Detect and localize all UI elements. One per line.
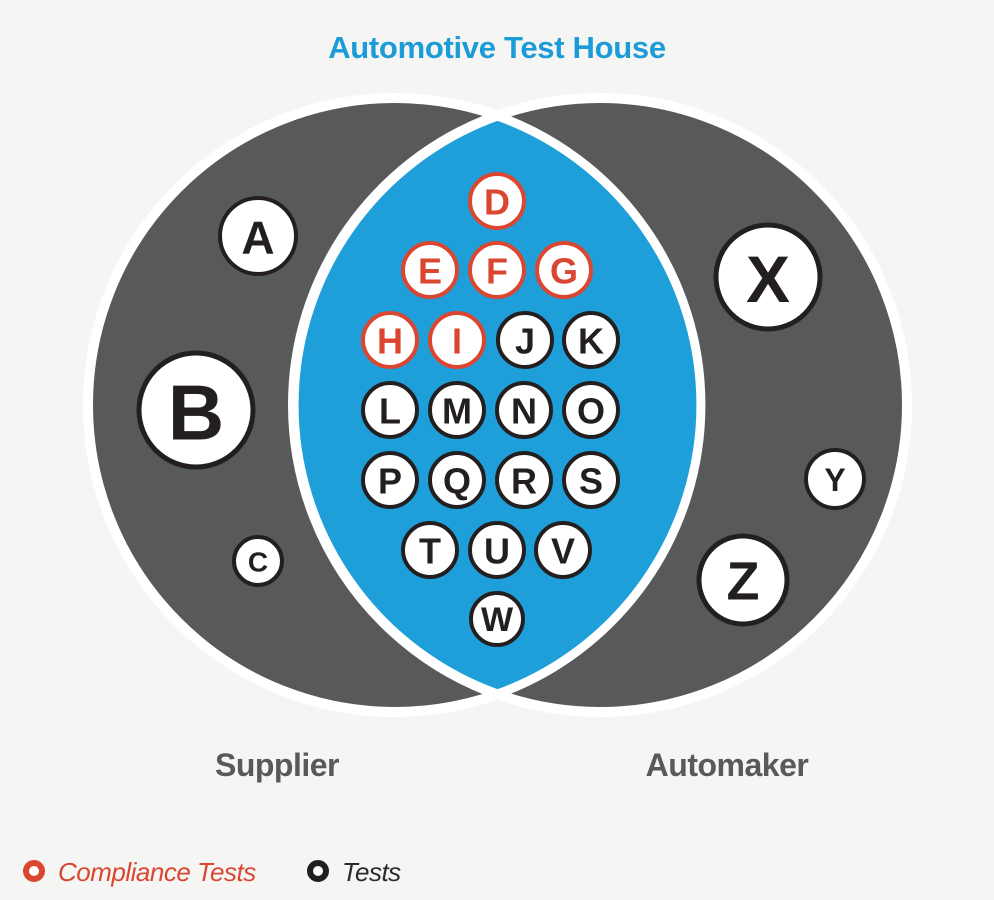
test-circle-S: S: [562, 451, 620, 509]
test-circle-F-outline: [468, 241, 526, 299]
test-circle-V: V: [534, 521, 592, 579]
test-letter-T: T: [419, 531, 441, 572]
test-letter-B: B: [168, 368, 224, 456]
automaker-only-tests: X Y Z: [696, 222, 866, 627]
test-circle-D-outline: [468, 172, 526, 230]
test-letter-E: E: [418, 251, 442, 292]
test-circle-L: L: [361, 381, 419, 439]
test-circle-R: R: [495, 451, 553, 509]
test-circle-M-outline: [428, 381, 486, 439]
test-circle-O-outline: [562, 381, 620, 439]
test-circle-B-outline: [136, 350, 256, 470]
test-letter-N: N: [511, 391, 537, 432]
test-letter-X: X: [746, 242, 790, 316]
test-circle-N-outline: [495, 381, 553, 439]
test-circle-X-outline: [713, 222, 823, 332]
test-circle-R-outline: [495, 451, 553, 509]
test-letter-J: J: [515, 321, 535, 362]
test-circle-K-outline: [562, 311, 620, 369]
test-circle-I-outline: [428, 311, 486, 369]
automaker-label: Automaker: [646, 747, 809, 783]
test-circle-V-outline: [534, 521, 592, 579]
page-title: Automotive Test House: [328, 30, 666, 65]
test-circle-U-outline: [468, 521, 526, 579]
test-circle-W: W: [469, 591, 525, 647]
test-circle-P: P: [361, 451, 419, 509]
test-letter-D: D: [484, 182, 510, 223]
test-letter-A: A: [241, 211, 274, 263]
test-circle-I: I: [428, 311, 486, 369]
test-circle-M: M: [428, 381, 486, 439]
test-letter-Q: Q: [443, 461, 471, 502]
test-circle-Q: Q: [428, 451, 486, 509]
test-letter-K: K: [578, 321, 604, 362]
test-circle-P-outline: [361, 451, 419, 509]
test-circle-D: D: [468, 172, 526, 230]
test-letter-P: P: [378, 461, 402, 502]
test-letter-C: C: [248, 546, 268, 577]
test-circle-H-outline: [361, 311, 419, 369]
test-circle-E-outline: [401, 241, 459, 299]
test-circle-G-outline: [535, 241, 593, 299]
test-letter-G: G: [550, 251, 578, 292]
test-circle-F: F: [468, 241, 526, 299]
test-letter-S: S: [579, 461, 603, 502]
legend: Compliance Tests Tests: [23, 857, 402, 887]
supplier-label: Supplier: [215, 747, 339, 783]
tests-legend-marker-icon: [307, 860, 329, 882]
test-circle-K: K: [562, 311, 620, 369]
test-circle-E: E: [401, 241, 459, 299]
test-letter-F: F: [486, 251, 508, 292]
test-circle-J: J: [496, 311, 554, 369]
test-circle-T: T: [401, 521, 459, 579]
test-circle-Z: Z: [696, 533, 790, 627]
tests-legend-label: Tests: [342, 857, 401, 887]
test-circle-G: G: [535, 241, 593, 299]
test-circle-H: H: [361, 311, 419, 369]
test-letter-H: H: [377, 321, 403, 362]
test-letter-O: O: [577, 391, 605, 432]
test-circle-A-outline: [218, 196, 298, 276]
test-letter-W: W: [481, 601, 514, 639]
test-circle-A: A: [218, 196, 298, 276]
test-circle-L-outline: [361, 381, 419, 439]
test-letter-Y: Y: [824, 462, 845, 498]
test-circle-Q-outline: [428, 451, 486, 509]
supplier-only-tests: A B C: [136, 196, 298, 587]
test-circle-C-outline: [232, 535, 284, 587]
test-circle-S-outline: [562, 451, 620, 509]
test-circle-Y: Y: [804, 448, 866, 510]
test-letter-M: M: [442, 391, 472, 432]
compliance-legend-marker-icon: [23, 860, 45, 882]
test-circle-B: B: [136, 350, 256, 470]
compliance-legend-label: Compliance Tests: [58, 857, 256, 887]
test-circle-T-outline: [401, 521, 459, 579]
test-circle-O: O: [562, 381, 620, 439]
test-circle-U: U: [468, 521, 526, 579]
test-letter-U: U: [484, 531, 510, 572]
test-circle-C: C: [232, 535, 284, 587]
test-circle-N: N: [495, 381, 553, 439]
test-circle-J-outline: [496, 311, 554, 369]
test-circle-Y-outline: [804, 448, 866, 510]
test-circle-Z-outline: [696, 533, 790, 627]
test-letter-L: L: [379, 391, 401, 432]
test-circle-W-outline: [469, 591, 525, 647]
test-letter-R: R: [511, 461, 537, 502]
test-letter-I: I: [452, 321, 462, 362]
test-circle-X: X: [713, 222, 823, 332]
test-letter-V: V: [551, 531, 575, 572]
test-letter-Z: Z: [727, 552, 760, 612]
